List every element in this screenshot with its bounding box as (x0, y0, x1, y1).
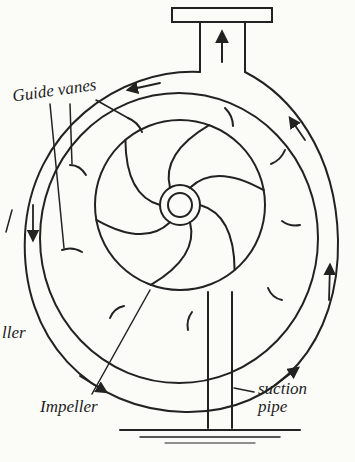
guide-vane (188, 312, 193, 330)
margin-mark (6, 210, 12, 232)
part-label: Impeller (40, 398, 130, 416)
guide-vane (271, 150, 285, 164)
delivery-pipe-wall (199, 22, 201, 72)
guide-vane (225, 108, 233, 126)
guide-vane (62, 248, 82, 252)
flow-arrow (290, 118, 305, 140)
cut-off-label: ller (2, 324, 42, 342)
impeller-hub (160, 185, 200, 225)
flow-arrows (33, 83, 330, 392)
impeller-blade (96, 220, 170, 234)
guide-vane (268, 288, 282, 300)
flow-arrow (32, 205, 34, 240)
water-surface (140, 436, 280, 438)
leader-line (70, 104, 72, 164)
guide-vane (282, 221, 300, 226)
guide-vane (110, 306, 124, 318)
delivery-pipe-wall (244, 22, 246, 72)
volute-casing (25, 72, 338, 412)
impeller-blades (96, 125, 263, 285)
impeller-blade (200, 205, 235, 270)
part-label: suction pipe (258, 380, 338, 416)
flow-arrow (329, 265, 330, 300)
leader-line (50, 104, 64, 248)
leader-line (92, 290, 150, 394)
leader-line (234, 388, 254, 392)
guide-vanes (62, 108, 300, 330)
impeller-eye (168, 193, 192, 217)
guide-vane (70, 165, 86, 175)
water-surface (165, 442, 255, 443)
part-label: Guide vanes (11, 72, 122, 105)
guide-vane (128, 118, 142, 132)
suction-pipe-wall (231, 292, 233, 428)
suction-pipe-wall (207, 292, 209, 428)
water-surface (120, 429, 300, 431)
impeller-rim (95, 120, 265, 290)
guide-vane-ring (40, 93, 318, 383)
leader-line (96, 100, 128, 118)
flow-arrow (221, 32, 223, 62)
impeller-blade (125, 140, 160, 205)
impeller-blade (190, 176, 264, 190)
flow-arrow (128, 83, 160, 90)
leader-lines (50, 100, 254, 394)
delivery-flange (172, 8, 272, 22)
flow-arrow (80, 376, 106, 392)
